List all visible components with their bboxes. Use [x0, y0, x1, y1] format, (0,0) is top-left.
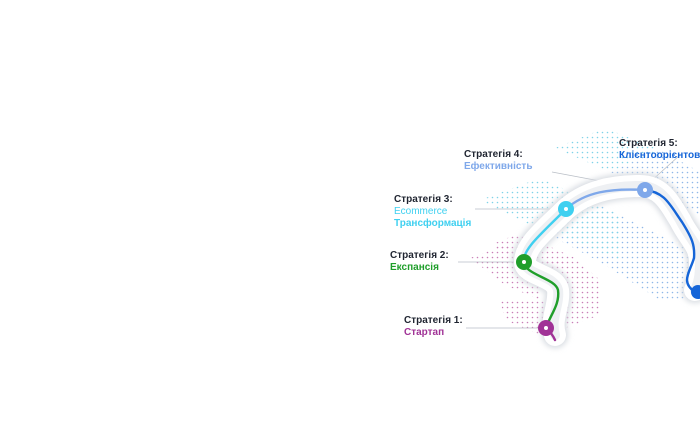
strategy-3-name-line-2: Трансформація	[394, 218, 472, 229]
leader-lines	[458, 154, 681, 329]
strategy-2-label: Стратегія 2: Експансія	[390, 250, 449, 273]
segment-client	[643, 188, 697, 294]
milestone-5-node	[691, 285, 700, 299]
strategy-3-label: Стратегія 3: Ecommerce Трансформація	[394, 194, 472, 229]
strategy-5-name: Клієнтоорієнтовність	[619, 150, 700, 161]
strategy-4-label: Стратегія 4: Ефективність	[464, 149, 533, 172]
milestones	[516, 182, 700, 336]
strategy-5-label: Стратегія 5: Клієнтоорієнтовність	[619, 138, 700, 162]
segment-expansion	[522, 260, 560, 330]
strategy-2-name: Експансія	[390, 262, 439, 273]
strategy-3-name-line-1: Ecommerce	[394, 206, 448, 217]
strategy-1-label: Стратегія 1: Стартап	[404, 315, 463, 338]
strategy-1-name: Стартап	[404, 327, 445, 338]
strategy-4-name: Ефективність	[464, 161, 533, 172]
